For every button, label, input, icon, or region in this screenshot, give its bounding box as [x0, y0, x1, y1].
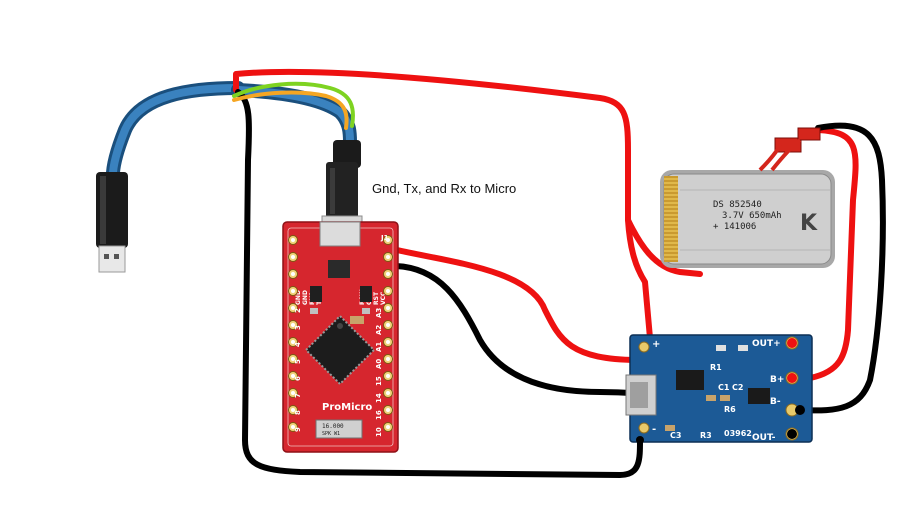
battery-line3: + 141006: [713, 222, 756, 232]
caption-gnd-tx-rx: Gnd, Tx, and Rx to Micro: [372, 181, 517, 196]
r1-label: R1: [710, 363, 722, 372]
atmega-chip: [304, 314, 376, 386]
wire-terminals: [636, 338, 805, 444]
r6-label: R6: [724, 405, 736, 414]
crystal-label: 16.000: [322, 423, 344, 430]
promicro-right-pin-label: A1: [375, 342, 383, 352]
wire-black-battery: [797, 122, 886, 414]
crystal-label2: SPK W1: [322, 431, 340, 437]
promicro-left-pin-label: 3: [294, 325, 302, 330]
battery-line1: DS 852540: [713, 200, 762, 210]
promicro-pin-drill: [386, 408, 390, 412]
charger-board: + - OUT+ B+ B- OUT- R1 C1 C2 R6 C3 R3 03…: [625, 334, 813, 443]
wire-red-battery-left: [625, 217, 703, 277]
promicro-pin-drill: [386, 425, 390, 429]
promicro-top-right-label: RST: [373, 291, 380, 305]
promicro-pin-drill: [386, 340, 390, 344]
battery-ce-mark: K: [800, 211, 818, 236]
usb-a-plug: [96, 172, 128, 273]
promicro-pin-drill: [386, 272, 390, 276]
promicro-pin-drill: [291, 306, 295, 310]
board-code: 03962: [724, 429, 752, 438]
promicro-pin-drill: [386, 255, 390, 259]
promicro-pin-drill: [291, 340, 295, 344]
wire-red-battery-right: [792, 127, 859, 381]
promicro-right-pin-label: A2: [375, 325, 383, 335]
b-minus-label: B-: [770, 397, 781, 407]
wire-green: [232, 81, 355, 128]
promicro-right-pin-label: 16: [375, 410, 383, 420]
wire-orange: [232, 90, 349, 130]
promicro-left-pin-label: 5: [294, 359, 302, 364]
wire-red-top: [233, 68, 653, 341]
promicro-left-pin-label: 2: [294, 308, 302, 313]
promicro-pin-drill: [291, 408, 295, 412]
promicro-left-pin-label: 4: [294, 342, 302, 347]
promicro-right-pin-label: A3: [375, 308, 383, 318]
promicro-pin-drill: [291, 374, 295, 378]
promicro-top-left-label: GND: [302, 290, 309, 305]
c1-label: C1: [718, 383, 730, 392]
promicro-pin-drill: [291, 425, 295, 429]
promicro-pin-drill: [291, 391, 295, 395]
j1-label: J1: [380, 234, 389, 242]
out-plus-label: OUT+: [752, 339, 781, 349]
promicro-right-pin-label: 14: [375, 393, 383, 403]
promicro-pin-drill: [386, 289, 390, 293]
promicro-pin-drill: [291, 255, 295, 259]
promicro-pin-drill: [386, 357, 390, 361]
promicro-pin-drill: [291, 238, 295, 242]
charger-plus-label: +: [652, 339, 660, 350]
promicro-brand: ProMicro: [322, 402, 372, 413]
promicro-right-pin-label: 15: [375, 376, 383, 386]
promicro-pin-drill: [386, 374, 390, 378]
wire-black-left-loop: [235, 89, 643, 479]
promicro-top-left-label: GND: [295, 290, 302, 305]
promicro-pin-drill: [386, 306, 390, 310]
promicro-pin-drill: [291, 323, 295, 327]
out-minus-label: OUT-: [752, 433, 776, 443]
promicro-top-right-label: VCC: [380, 291, 387, 305]
promicro-right-pin-label: 10: [375, 427, 383, 437]
c2-label: C2: [732, 383, 743, 392]
promicro-board: GNDGNDRX1TX023456789 RAWGNDRSTVCCA3A2A1A…: [282, 221, 399, 453]
battery-line2: 3.7V 650mAh: [722, 211, 782, 221]
c3-label: C3: [670, 431, 681, 440]
promicro-pin-drill: [386, 323, 390, 327]
promicro-pin-drill: [291, 272, 295, 276]
promicro-left-pins: GNDGNDRX1TX023456789: [288, 235, 323, 432]
promicro-left-pin-label: 9: [294, 427, 302, 432]
promicro-pin-drill: [291, 357, 295, 361]
lipo-battery: DS 852540 3.7V 650mAh + 141006 K: [660, 127, 835, 268]
promicro-left-pin-label: 7: [294, 393, 302, 398]
promicro-right-pins: RAWGNDRSTVCCA3A2A1A015141610: [359, 235, 393, 437]
r3-label: R3: [700, 431, 712, 440]
promicro-right-pin-label: A0: [375, 359, 383, 369]
promicro-pin-drill: [386, 391, 390, 395]
promicro-pin-drill: [291, 289, 295, 293]
charger-minus-label: -: [652, 424, 656, 435]
promicro-left-pin-label: 8: [294, 410, 302, 415]
promicro-pin-drill: [386, 238, 390, 242]
b-plus-label: B+: [770, 375, 784, 385]
promicro-left-pin-label: 6: [294, 376, 302, 381]
